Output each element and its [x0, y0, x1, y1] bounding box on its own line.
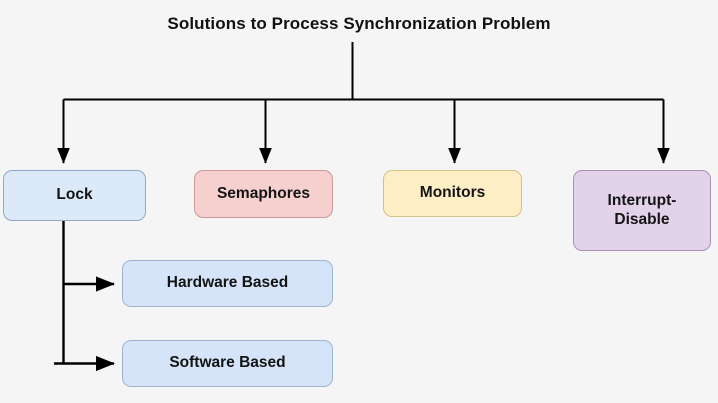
node-lock-label: Lock	[56, 186, 93, 204]
node-semaphores[interactable]: Semaphores	[194, 170, 333, 218]
node-lock[interactable]: Lock	[3, 170, 146, 221]
node-software-based[interactable]: Software Based	[122, 340, 333, 387]
node-interrupt-disable-label: Interrupt- Disable	[607, 191, 677, 228]
node-semaphores-label: Semaphores	[216, 184, 311, 202]
page-title: Solutions to Process Synchronization Pro…	[167, 14, 551, 33]
node-hardware-based-label: Hardware Based	[166, 274, 289, 292]
node-software-based-label: Software Based	[169, 354, 286, 372]
node-monitors[interactable]: Monitors	[383, 170, 522, 217]
node-monitors-label: Monitors	[419, 184, 486, 202]
node-hardware-based[interactable]: Hardware Based	[122, 260, 333, 307]
node-interrupt-disable[interactable]: Interrupt- Disable	[573, 170, 711, 251]
